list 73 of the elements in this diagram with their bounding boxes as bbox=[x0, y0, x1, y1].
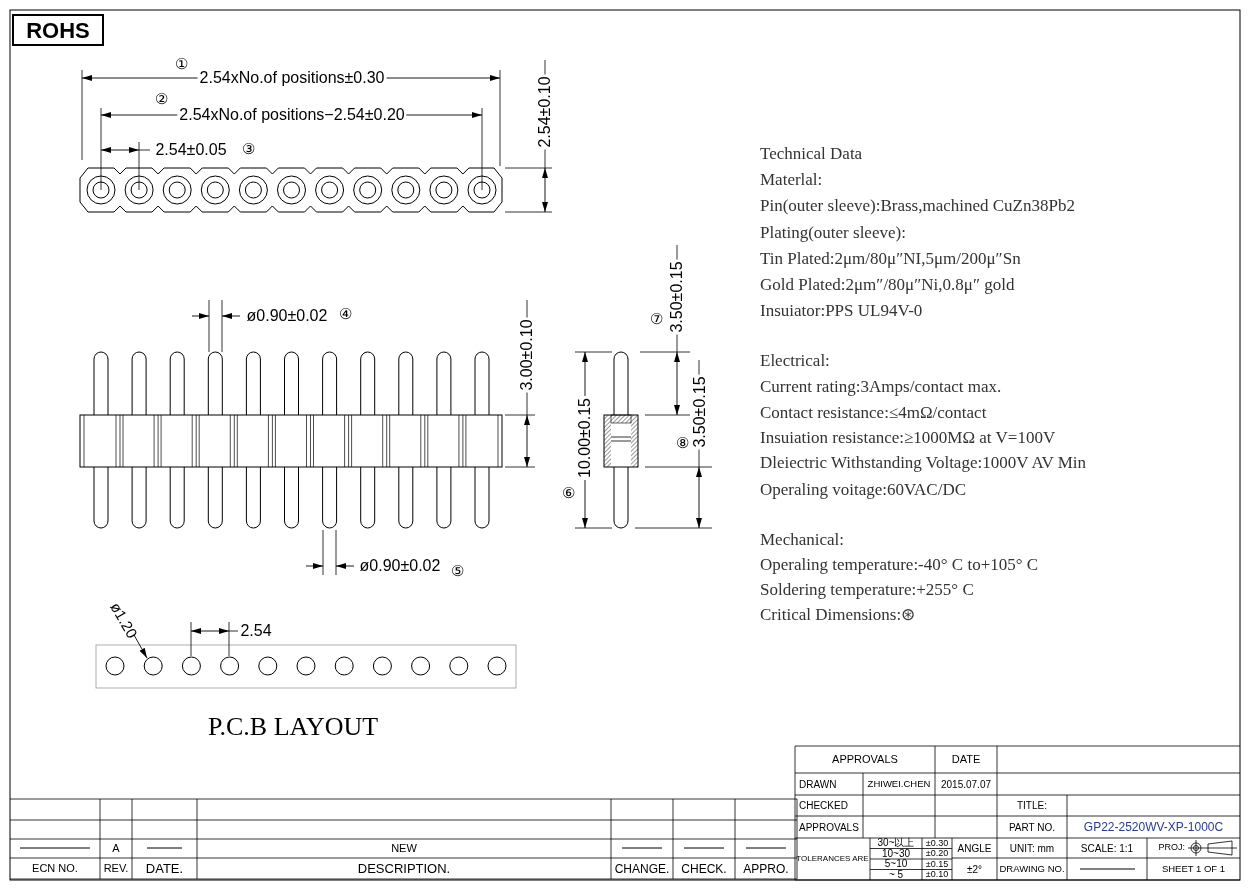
spec-line: Critical Dimensions:⊛ bbox=[760, 605, 916, 623]
spec-line: Gold Plated:2μm″/80μ″Ni,0.8μ″ gold bbox=[760, 275, 1015, 293]
field-label: APPROVALS bbox=[798, 820, 860, 835]
field-label: APPROVALS bbox=[831, 752, 899, 768]
dimension-text: 2.54±0.10 bbox=[537, 74, 553, 150]
dimension-text: 2.54±0.05 bbox=[153, 142, 229, 158]
view-caption: P.C.B LAYOUT bbox=[207, 714, 379, 740]
dimension-text: 3.00±0.10 bbox=[519, 317, 535, 393]
tolerance-range: 5~10 bbox=[883, 859, 909, 870]
spec-line: Plating(outer sleeve): bbox=[760, 223, 906, 241]
tolerance-value: ±0.20 bbox=[924, 848, 950, 859]
section-heading: Mechanical: bbox=[760, 530, 844, 548]
field-value: ±2° bbox=[965, 862, 984, 877]
field-label: TITLE: bbox=[1016, 799, 1048, 813]
revision-value: A bbox=[111, 841, 121, 857]
section-heading: Electrical: bbox=[760, 351, 830, 369]
callout-number: ⑦ bbox=[649, 310, 663, 326]
spec-line: Tin Plated:2μm/80μ″NI,5μm/200μ″Sn bbox=[760, 249, 1021, 267]
callout-number: ⑧ bbox=[675, 434, 689, 450]
tolerance-value: ±0.30 bbox=[924, 838, 950, 849]
callout-number: ③ bbox=[241, 140, 255, 156]
column-header: APPRO. bbox=[742, 860, 790, 878]
spec-line: Pin(outer sleeve):Brass,machined CuZn38Pb2 bbox=[760, 196, 1075, 214]
spec-line: Contact resistance:≤4mΩ/contact bbox=[760, 403, 987, 421]
column-header: REV. bbox=[102, 861, 130, 877]
field-label: DATE bbox=[950, 752, 982, 768]
field-label: DRAWN bbox=[798, 777, 838, 792]
column-header: DESCRIPTION. bbox=[356, 859, 452, 878]
spec-line: Insuiator:PPS UL94V-0 bbox=[760, 301, 923, 319]
dimension-text: 10.00±0.15 bbox=[577, 396, 593, 480]
field-label: PART NO. bbox=[1007, 820, 1057, 835]
spec-line: Materlal: bbox=[760, 170, 823, 188]
part-number: GP22-2520WV-XP-1000C bbox=[1082, 819, 1225, 836]
tolerance-value: ±0.15 bbox=[924, 859, 950, 870]
column-header: CHECK. bbox=[680, 860, 728, 878]
spec-line: Current rating:3Amps/contact max. bbox=[760, 377, 1002, 395]
tolerance-range: ~ 5 bbox=[887, 869, 905, 880]
section-heading: Technical Data bbox=[760, 144, 863, 162]
tolerance-range: 30~以上 bbox=[876, 838, 916, 849]
field-label: SCALE: 1:1 bbox=[1079, 841, 1135, 856]
spec-line: Insuiation resistance:≥1000MΩ at V=100V bbox=[760, 428, 1056, 446]
spec-line: Dleiectric Withstanding Voltage:1000V AV Min bbox=[760, 453, 1087, 471]
column-header: ECN NO. bbox=[31, 861, 79, 877]
column-header: CHANGE. bbox=[613, 860, 671, 878]
field-label: CHECKED bbox=[798, 799, 849, 813]
column-header: DATE. bbox=[144, 859, 185, 878]
callout-number: ④ bbox=[338, 305, 352, 321]
callout-number: ① bbox=[174, 55, 188, 71]
rohs-mark: ROHS bbox=[12, 14, 104, 46]
field-label: SHEET 1 OF 1 bbox=[1160, 861, 1227, 876]
tolerance-range: 10~30 bbox=[880, 848, 912, 859]
spec-line: Operaling temperature:-40° C to+105° C bbox=[760, 555, 1039, 573]
field-label: DRAWING NO. bbox=[998, 861, 1066, 876]
field-value: ZHIWEI.CHEN bbox=[866, 776, 932, 791]
dimension-text: ø0.90±0.02 bbox=[244, 308, 330, 324]
dimension-text: 3.50±0.15 bbox=[692, 374, 708, 450]
revision-value: NEW bbox=[390, 841, 418, 857]
spec-line: Soldering temperature:+255° C bbox=[760, 580, 974, 598]
dimension-text: 2.54 bbox=[238, 623, 274, 639]
spec-line: Operaling voitage:60VAC/DC bbox=[760, 480, 967, 498]
field-label: PROJ: bbox=[1157, 841, 1185, 855]
field-label: TOLERANCES ARE bbox=[795, 853, 870, 865]
field-label: ANGLE bbox=[956, 841, 993, 856]
tolerance-value: ±0.10 bbox=[924, 869, 950, 880]
callout-number: ⑤ bbox=[450, 562, 464, 578]
dimension-text: 2.54xNo.of positions−2.54±0.20 bbox=[177, 107, 407, 123]
dimension-text: 2.54xNo.of positions±0.30 bbox=[197, 70, 387, 86]
dimension-text: ø0.90±0.02 bbox=[357, 558, 443, 574]
dimension-text: 3.50±0.15 bbox=[669, 259, 685, 335]
field-label: UNIT: mm bbox=[1008, 841, 1056, 856]
callout-number: ② bbox=[154, 90, 168, 106]
field-value: 2015.07.07 bbox=[939, 777, 993, 792]
callout-number: ⑥ bbox=[561, 484, 575, 500]
